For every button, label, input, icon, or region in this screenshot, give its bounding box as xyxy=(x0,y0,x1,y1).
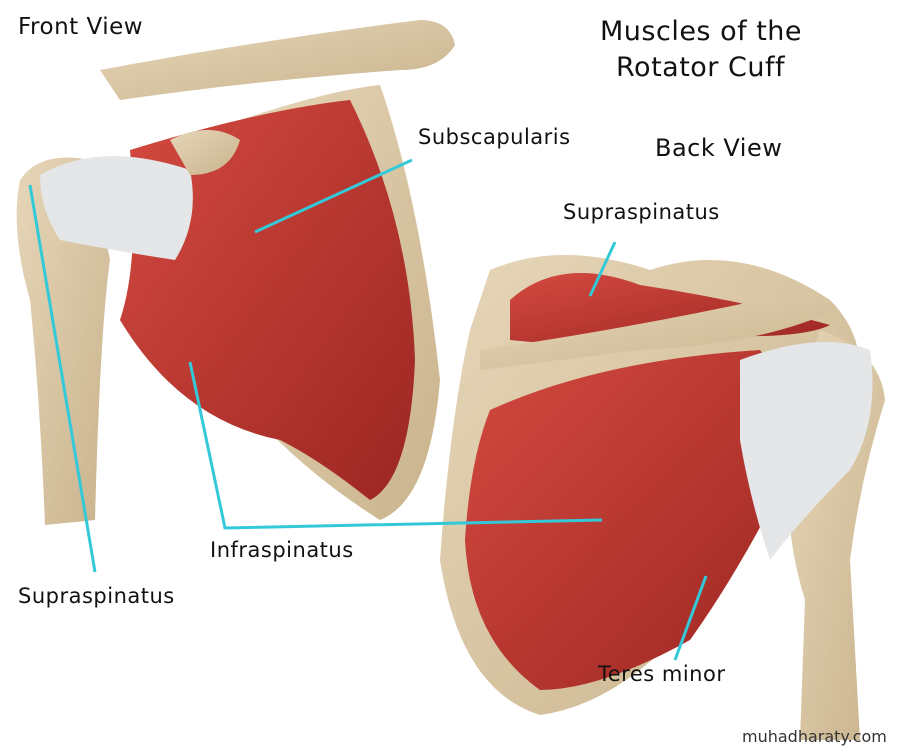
leader-lines xyxy=(28,158,708,661)
leader-supraspinatus-back xyxy=(588,241,617,297)
infraspinatus-muscle xyxy=(465,350,792,690)
front-clavicle xyxy=(100,20,455,100)
front-view-label: Front View xyxy=(18,14,144,40)
back-tendon xyxy=(740,342,873,560)
infraspinatus-label: Infraspinatus xyxy=(210,538,354,562)
leader-subscapularis xyxy=(254,158,413,234)
front-view-anatomy xyxy=(16,20,455,525)
back-view-anatomy xyxy=(440,255,885,740)
supraspinatus-back-label: Supraspinatus xyxy=(563,200,720,224)
watermark: muhadharaty.com xyxy=(742,727,887,746)
leader-supraspinatus-front xyxy=(28,184,97,573)
teres-minor-label: Teres minor xyxy=(598,662,726,686)
spine-of-scapula xyxy=(480,296,835,370)
supraspinatus-front-label: Supraspinatus xyxy=(18,584,175,608)
subscapularis-muscle xyxy=(120,100,415,500)
title-line-1: Muscles of the xyxy=(600,16,802,47)
subscapularis-label: Subscapularis xyxy=(418,125,571,149)
back-view-label: Back View xyxy=(655,134,783,162)
title-line-2: Rotator Cuff xyxy=(616,52,785,83)
leader-teres-minor xyxy=(673,575,708,661)
leader-infraspinatus xyxy=(188,361,603,530)
front-tendon xyxy=(40,156,193,260)
front-coracoid xyxy=(170,130,240,175)
